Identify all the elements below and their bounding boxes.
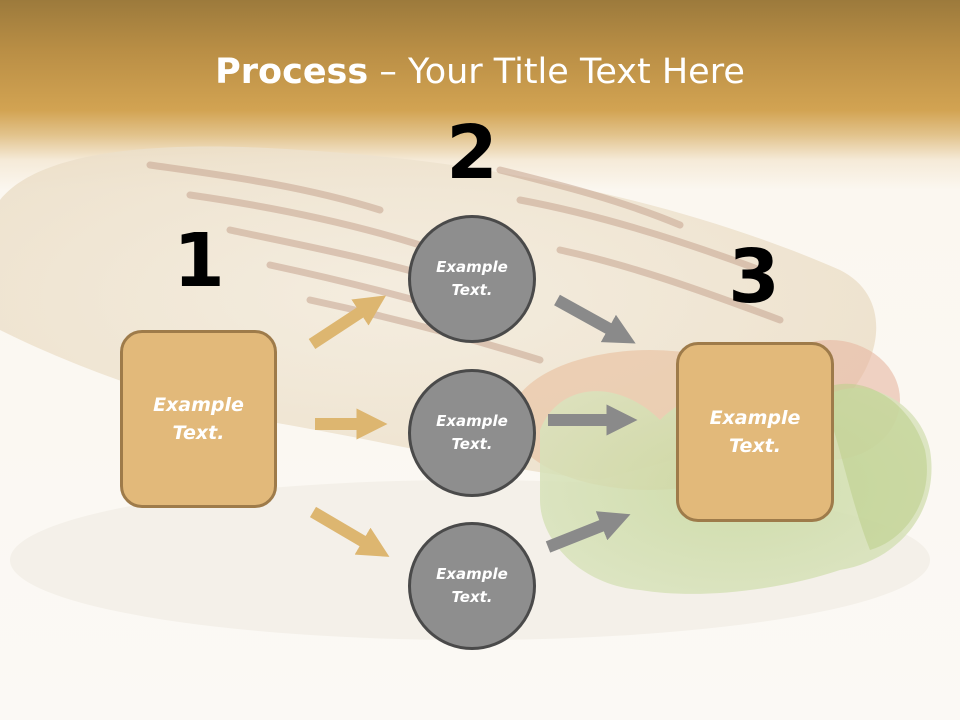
step-3-box: Example Text.: [676, 342, 834, 522]
step-1-box: Example Text.: [120, 330, 277, 508]
step-1-label: Example Text.: [153, 393, 244, 445]
step-number-2: 2: [446, 110, 498, 196]
circle-top-label: Example Text.: [436, 257, 508, 299]
circle-top: Example Text.: [408, 215, 536, 343]
arrow-1-to-top: [308, 295, 387, 350]
slide-title: Process – Your Title Text Here: [0, 52, 960, 92]
circle-bottom: Example Text.: [408, 522, 536, 650]
circle-bottom-label: Example Text.: [436, 564, 508, 606]
step-number-1: 1: [173, 218, 225, 304]
arrow-top-to-3: [554, 294, 636, 344]
arrow-1-to-bottom: [309, 506, 390, 557]
circle-middle-label: Example Text.: [436, 411, 508, 453]
step-3-label: Example Text.: [709, 406, 801, 458]
title-rest: – Your Title Text Here: [368, 52, 745, 92]
arrow-bottom-to-3: [545, 511, 631, 553]
circle-middle: Example Text.: [408, 369, 536, 497]
step-number-3: 3: [728, 234, 780, 320]
title-bold: Process: [215, 52, 369, 92]
